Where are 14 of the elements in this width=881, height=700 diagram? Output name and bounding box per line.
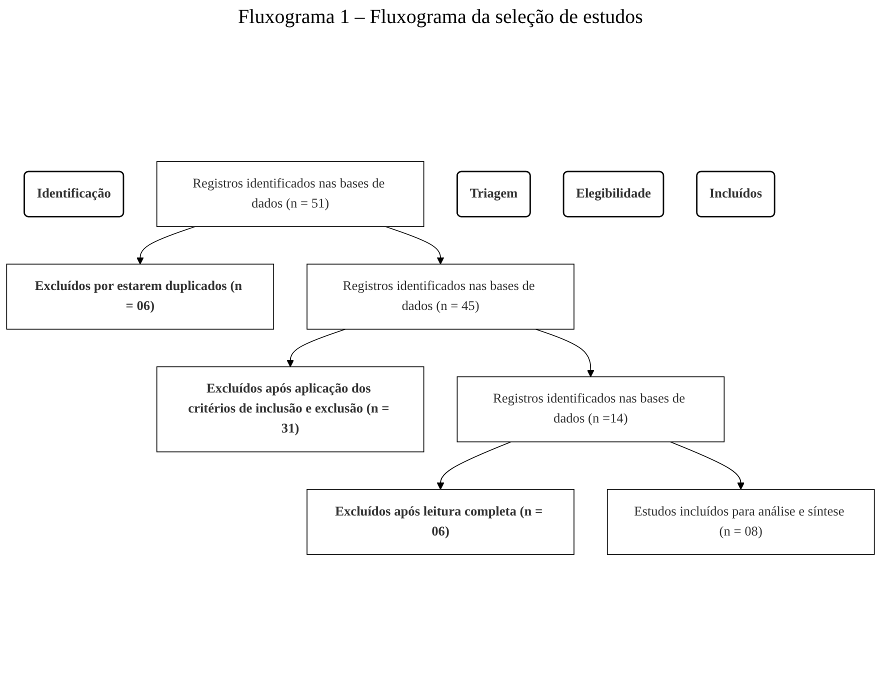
node-box: Estudos incluídos para análise e síntese (n = 08) bbox=[606, 488, 875, 555]
node-box: Excluídos após leitura completa (n = 06) bbox=[306, 488, 574, 555]
arrow bbox=[436, 441, 512, 490]
arrow bbox=[286, 328, 346, 368]
node-box: Excluídos por estarem duplicados (n = 06) bbox=[6, 264, 274, 330]
arrow bbox=[535, 328, 594, 378]
arrow bbox=[670, 441, 744, 490]
arrow bbox=[136, 226, 196, 264]
node-box: Registros identificados nas bases de dados (n =14) bbox=[456, 376, 725, 442]
node-box: Registros identificados nas bases de dados (n = 45) bbox=[306, 264, 574, 330]
diagram-title: Fluxograma 1 – Fluxograma da seleção de estudos bbox=[237, 6, 644, 29]
node-box: Excluídos após aplicação dos critérios de inclusão e exclusão (n = 31) bbox=[156, 366, 424, 452]
arrow bbox=[385, 226, 444, 264]
node-box: Registros identificados nas bases de dados (n = 51) bbox=[156, 161, 424, 228]
